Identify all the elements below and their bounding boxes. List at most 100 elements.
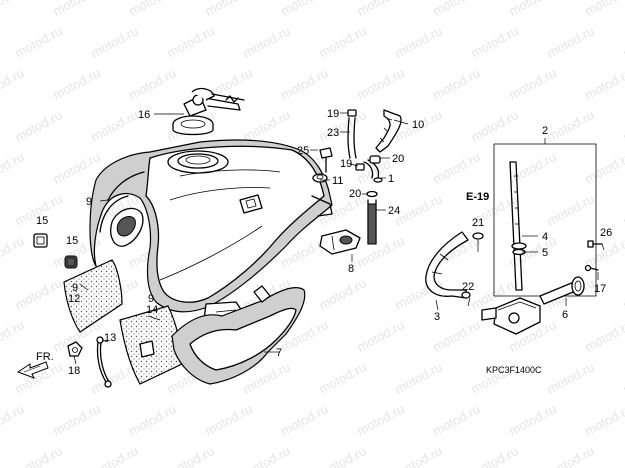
watermark-text: motod.ru	[0, 317, 27, 354]
knee-pad-left	[63, 259, 123, 333]
watermark-text: motod.ru	[620, 359, 625, 396]
breather-tube-23	[347, 117, 357, 159]
reference-e19: E-19	[466, 191, 489, 203]
watermark-text: motod.ru	[50, 65, 102, 102]
watermark-text: motod.ru	[430, 65, 482, 102]
label-19b: 19	[340, 158, 352, 170]
label-6: 6	[562, 309, 568, 321]
watermark-text: motod.ru	[202, 0, 254, 19]
watermark-text: motod.ru	[354, 401, 406, 438]
watermark-text: motod.ru	[468, 23, 520, 60]
label-26: 26	[600, 227, 612, 239]
ground-wire-13	[96, 336, 112, 388]
watermark-text: motod.ru	[620, 107, 625, 144]
label-9a: 9	[86, 196, 92, 208]
watermark-text: motod.ru	[582, 317, 625, 354]
fr-direction-arrow	[16, 361, 49, 379]
watermark-text: motod.ru	[88, 107, 140, 144]
watermark-text: motod.ru	[278, 401, 330, 438]
watermark-text: motod.ru	[544, 191, 596, 228]
watermark-text: motod.ru	[506, 0, 558, 19]
watermark-text: motod.ru	[0, 65, 27, 102]
breather-hose-10	[375, 109, 402, 153]
label-11: 11	[332, 175, 343, 187]
label-13: 13	[104, 332, 116, 344]
watermark-text: motod.ru	[468, 443, 520, 468]
label-20b: 20	[349, 188, 361, 200]
joint-1	[355, 155, 381, 179]
watermark-text: motod.ru	[430, 149, 482, 186]
watermark-text: motod.ru	[620, 23, 625, 60]
watermark-text: motod.ru	[50, 401, 102, 438]
watermark-text: motod.ru	[240, 23, 292, 60]
watermark-text: motod.ru	[506, 65, 558, 102]
watermark-text: motod.ru	[506, 149, 558, 186]
watermark-text: motod.ru	[126, 0, 178, 19]
label-17: 17	[594, 283, 606, 295]
watermark-text: motod.ru	[582, 149, 625, 186]
label-2: 2	[542, 125, 548, 137]
watermark-text: motod.ru	[620, 191, 625, 228]
label-12: 12	[68, 293, 80, 305]
screw-26	[587, 240, 603, 248]
mounting-rubber-8	[319, 229, 361, 255]
watermark-text: motod.ru	[354, 0, 406, 19]
label-19a: 19	[327, 108, 339, 120]
watermark-text: motod.ru	[0, 233, 27, 270]
label-25: 25	[297, 145, 309, 157]
watermark-text: motod.ru	[620, 275, 625, 312]
leader-lines	[73, 112, 605, 365]
watermark-text: motod.ru	[240, 107, 292, 144]
label-20a: 20	[392, 153, 404, 165]
label-18: 18	[68, 365, 80, 377]
watermark-text: motod.ru	[582, 401, 625, 438]
label-21: 21	[472, 217, 484, 229]
watermark-text: motod.ru	[0, 401, 27, 438]
watermark-text: motod.ru	[316, 275, 368, 312]
tank-side-cover	[171, 285, 306, 385]
label-4: 4	[542, 231, 548, 243]
watermark-text: motod.ru	[354, 233, 406, 270]
diagram-code: KPC3F1400C	[486, 365, 542, 375]
label-15b: 15	[66, 235, 78, 247]
label-9b: 9	[72, 282, 78, 294]
label-15a: 15	[36, 215, 48, 227]
watermark-text: motod.ru	[316, 359, 368, 396]
watermark-text: motod.ru	[354, 317, 406, 354]
watermark-text: motod.ru	[240, 443, 292, 468]
watermark-text: motod.ru	[50, 0, 102, 19]
label-10: 10	[412, 119, 424, 131]
watermark-text: motod.ru	[582, 0, 625, 19]
label-5: 5	[542, 247, 548, 259]
watermark-text: motod.ru	[316, 23, 368, 60]
label-14: 14	[146, 304, 158, 316]
fuel-filler-cap	[172, 87, 245, 136]
rubber-cushion-15b	[64, 255, 78, 269]
watermark-text: motod.ru	[164, 23, 216, 60]
watermark-text: motod.ru	[202, 401, 254, 438]
watermark-text: motod.ru	[544, 443, 596, 468]
label-22: 22	[462, 281, 474, 293]
watermark-text: motod.ru	[88, 443, 140, 468]
label-9c: 9	[148, 293, 154, 305]
rubber-cushion-15a	[33, 233, 48, 248]
watermark-text: motod.ru	[620, 443, 625, 468]
watermark-text: motod.ru	[126, 401, 178, 438]
label-7: 7	[276, 347, 282, 359]
watermark-text: motod.ru	[544, 359, 596, 396]
watermark-text: motod.ru	[0, 149, 27, 186]
fuel-hose-3	[425, 231, 469, 299]
screw-17	[584, 264, 599, 272]
watermark-text: motod.ru	[430, 0, 482, 19]
watermark-text: motod.ru	[392, 359, 444, 396]
watermark-text: motod.ru	[544, 23, 596, 60]
watermark-text: motod.ru	[12, 443, 64, 468]
part-labels: 16 9 15 15 9 12 9 14 13 18 7 19 23 25 19…	[36, 108, 612, 377]
bolt-18	[67, 341, 83, 357]
watermark-text: motod.ru	[278, 0, 330, 19]
watermark-text: motod.ru	[430, 401, 482, 438]
label-23: 23	[327, 127, 339, 139]
label-fr: FR.	[36, 351, 54, 363]
watermark-text: motod.ru	[12, 107, 64, 144]
